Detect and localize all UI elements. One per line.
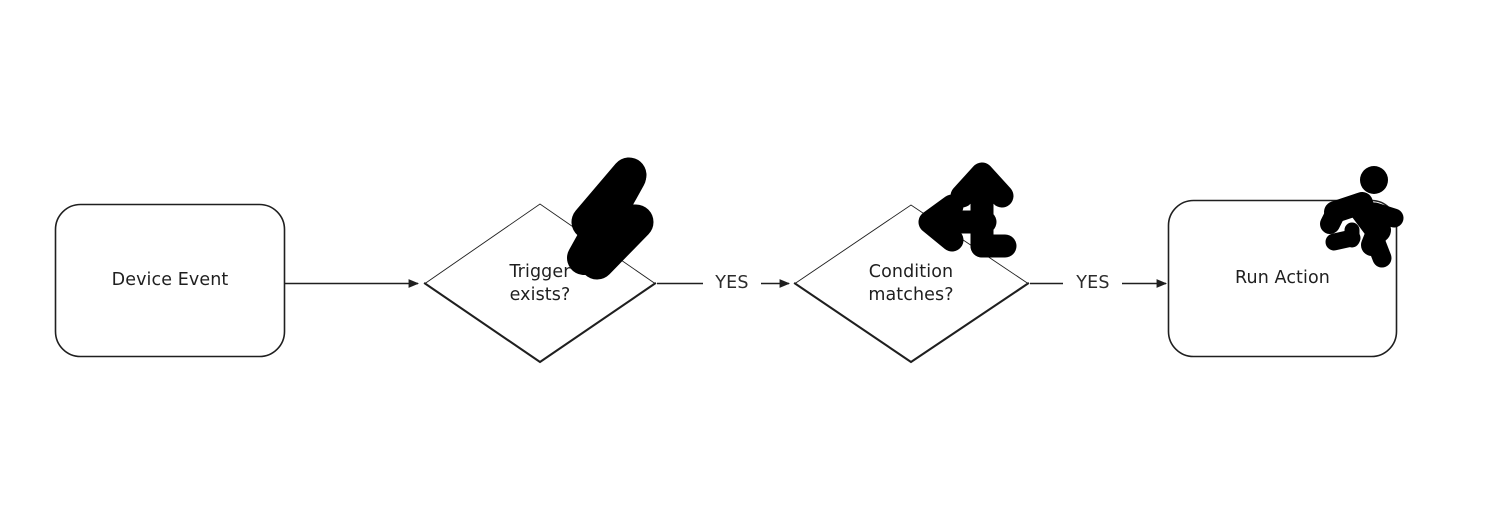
node-trigger-exists-lower-edges <box>423 282 657 364</box>
branch-fork-arrow-icon <box>918 162 1017 258</box>
running-person-icon <box>1320 166 1404 268</box>
node-condition-matches-lower-edges <box>793 282 1030 364</box>
lightning-bolt-icon <box>567 157 654 280</box>
edge-label-condition-to-action: YES <box>1076 273 1110 294</box>
node-device-event-shape[interactable] <box>54 203 286 358</box>
edge-label-trigger-to-condition: YES <box>715 273 749 294</box>
